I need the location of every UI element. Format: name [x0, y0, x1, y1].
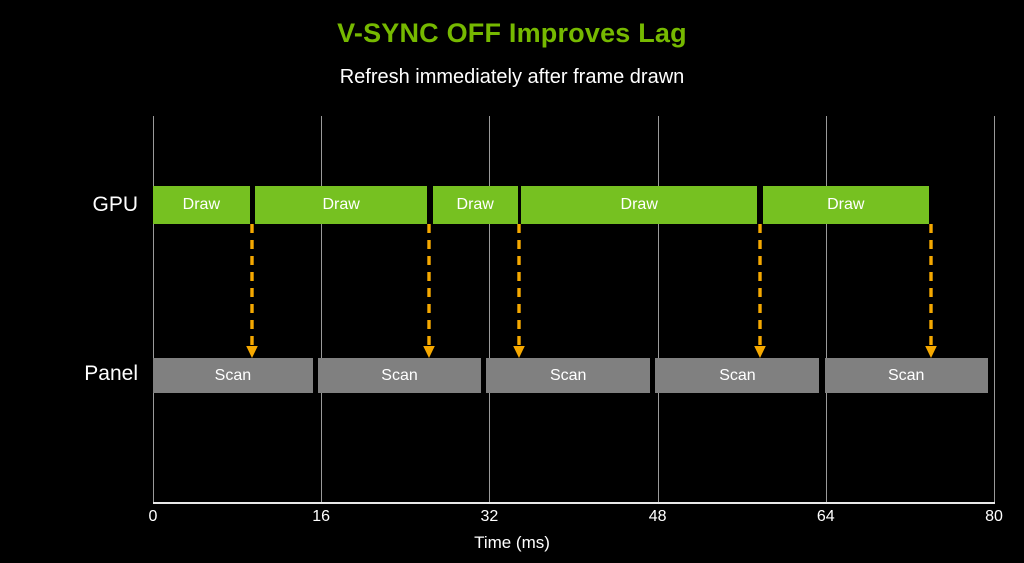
page-title: V-SYNC OFF Improves Lag: [337, 18, 687, 48]
gridline-16: [321, 116, 323, 503]
gridline-0: [153, 116, 154, 503]
x-tick-label-64: 64: [816, 508, 835, 525]
bar-panel-1: Scan: [318, 358, 481, 393]
bar-gpu-0: Draw: [153, 186, 250, 224]
chart-plot-area: [153, 116, 995, 503]
x-tick-label-0: 0: [148, 508, 158, 525]
x-tick-label-48: 48: [648, 508, 667, 525]
gridline-48: [657, 116, 659, 503]
row-label-panel: Panel: [84, 362, 138, 385]
bar-gpu-3: Draw: [520, 186, 758, 224]
refresh-arrow-0: [245, 224, 259, 358]
row-label-gpu: GPU: [92, 193, 138, 216]
x-axis-label: Time (ms): [474, 533, 550, 552]
gridline-64: [825, 116, 827, 503]
refresh-arrow-4: [924, 224, 938, 358]
bar-gpu-4: Draw: [762, 186, 929, 224]
bar-gpu-1: Draw: [254, 186, 428, 224]
refresh-arrow-2: [512, 224, 526, 358]
refresh-arrow-1: [422, 224, 436, 358]
bar-panel-2: Scan: [486, 358, 651, 393]
page-subtitle: Refresh immediately after frame drawn: [339, 66, 685, 88]
x-tick-label-80: 80: [985, 508, 1003, 525]
x-tick-label-32: 32: [480, 508, 499, 525]
gridline-80: [994, 116, 995, 503]
x-axis-line: [153, 502, 995, 504]
bar-gpu-2: Draw: [432, 186, 518, 224]
bar-panel-0: Scan: [153, 358, 313, 393]
bar-panel-4: Scan: [824, 358, 988, 393]
refresh-arrow-3: [753, 224, 767, 358]
gridline-32: [489, 116, 491, 503]
x-tick-label-16: 16: [312, 508, 331, 525]
bar-panel-3: Scan: [655, 358, 820, 393]
